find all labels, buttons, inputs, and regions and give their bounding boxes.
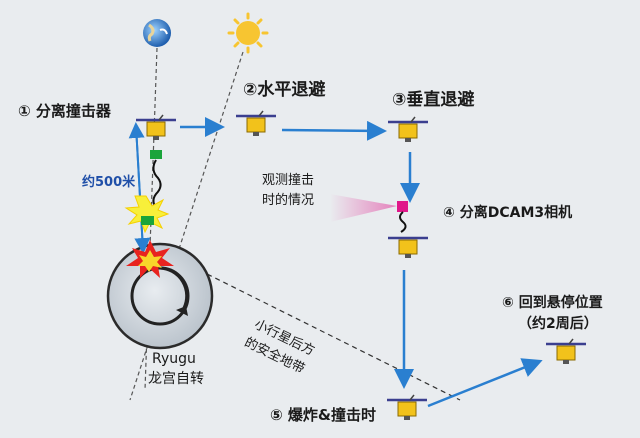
spacecraft-icon: [136, 114, 176, 140]
step1-label: ① 分离撞击器: [18, 102, 111, 120]
explosion-icon: [124, 195, 170, 234]
earth-icon: [143, 19, 171, 47]
dcam3-camera: [397, 201, 408, 212]
step2-label: ②水平退避: [243, 80, 326, 100]
observe-label-line2: 时的情况: [262, 193, 315, 208]
impactor-trajectory: [152, 159, 162, 211]
impactor: [141, 216, 154, 225]
path-arrow-5: [427, 358, 543, 408]
observe-label-line1: 观测撞击: [262, 173, 315, 188]
sun-icon: [227, 12, 269, 54]
impact-burst-icon: [126, 240, 174, 278]
spacecraft-icon: [388, 116, 428, 142]
step6-label-line1: ⑥ 回到悬停位置: [502, 295, 603, 311]
camera-tether: [399, 211, 407, 233]
path-arrow-2: [281, 120, 387, 141]
impactor-initial: [150, 150, 162, 159]
camera-view-beam: [330, 194, 397, 222]
step3-label: ③垂直退避: [392, 90, 475, 110]
distance-label: 约500米: [82, 175, 136, 190]
spacecraft-icon: [387, 394, 427, 420]
safe-zone-boundary: [174, 257, 461, 401]
rotation-arrow-icon: [159, 266, 189, 316]
spacecraft-icon: [546, 338, 586, 364]
ryugu-asteroid: [106, 242, 214, 350]
spacecraft-icon: [388, 236, 428, 258]
step5-label: ⑤ 爆炸&撞击时: [270, 406, 377, 424]
ryugu-name-label: Ryugu: [152, 351, 196, 367]
ryugu-rotation-label: 龙宫自转: [148, 371, 204, 387]
step6-label-line2: （约2周后）: [518, 316, 598, 332]
spacecraft-icon: [236, 110, 276, 136]
step4-label: ④ 分离DCAM3相机: [443, 205, 573, 221]
